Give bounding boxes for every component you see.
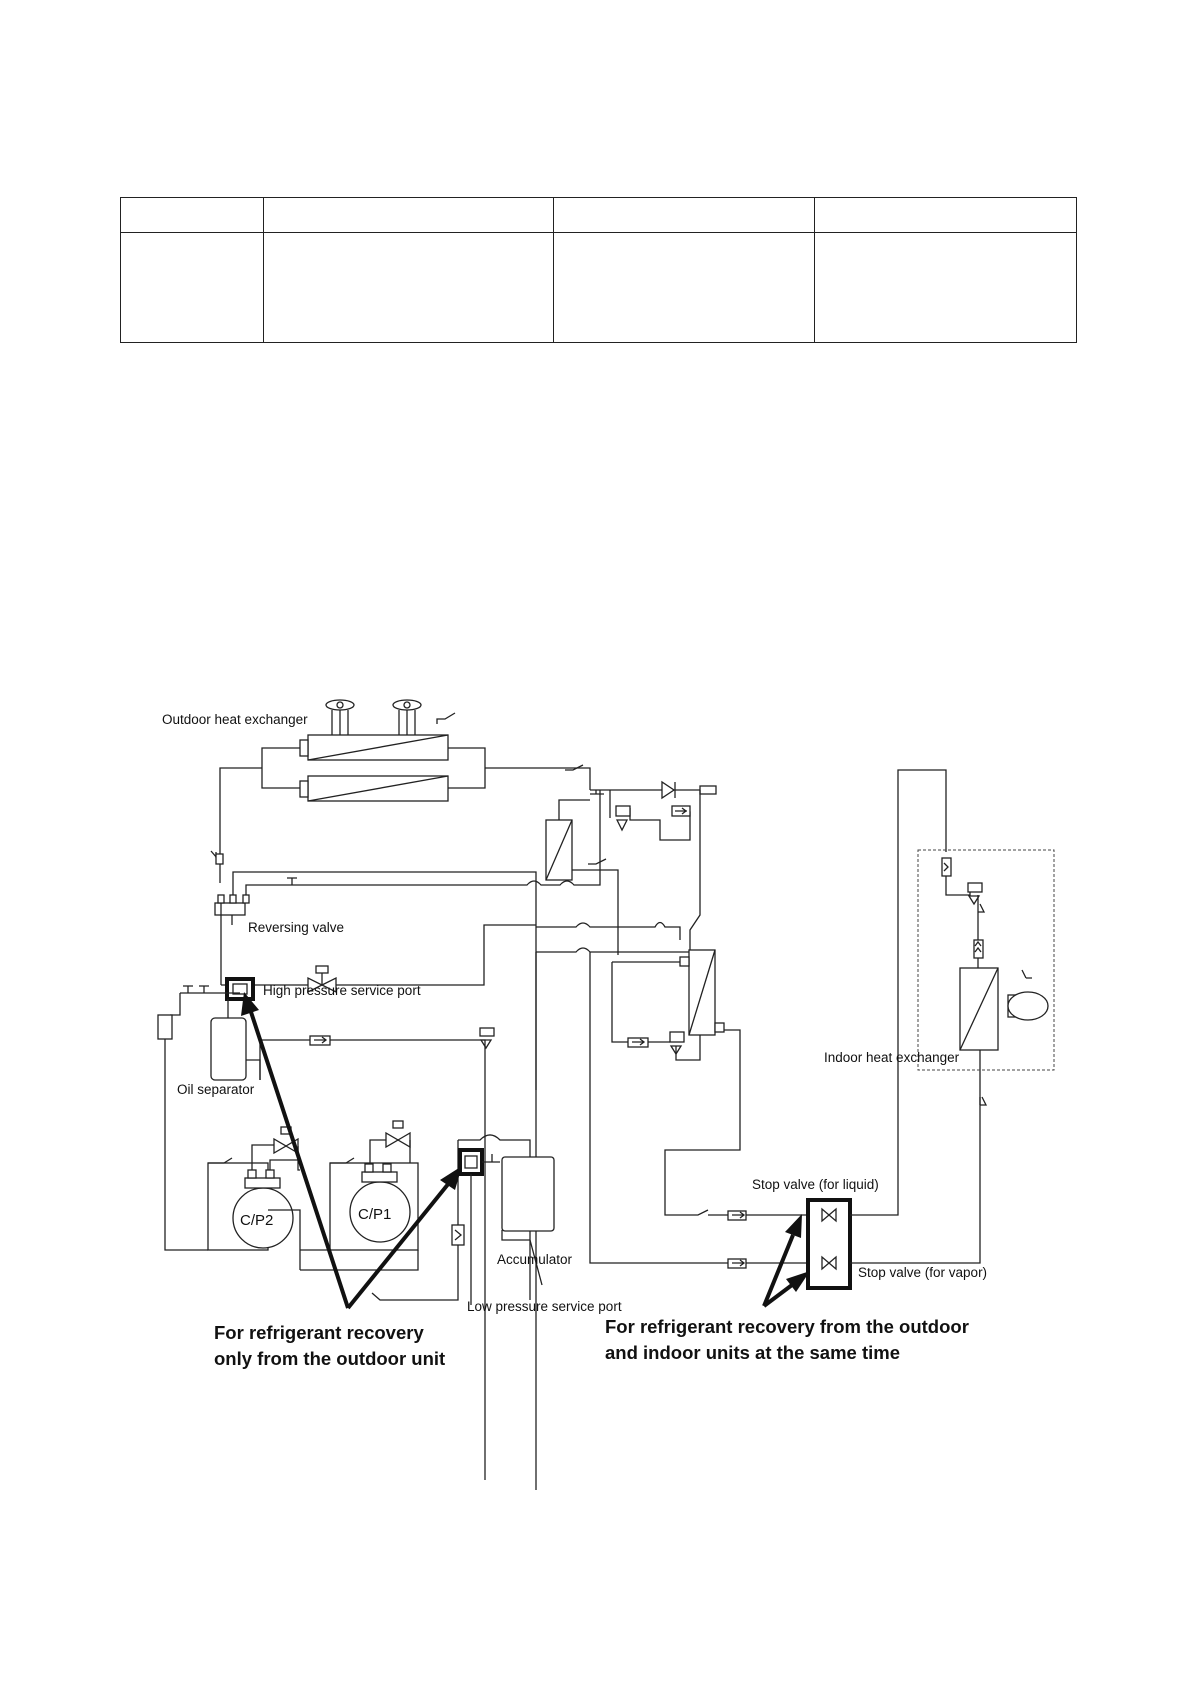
table-cell — [120, 232, 264, 343]
label-stop-valve-vapor: Stop valve (for vapor) — [858, 1265, 987, 1280]
label-stop-valve-liquid: Stop valve (for liquid) — [752, 1177, 879, 1192]
label-accumulator: Accumulator — [497, 1252, 573, 1267]
sensor-icon — [1021, 969, 1032, 979]
sensor-icon — [588, 858, 607, 865]
arrow-to-high-pressure-port — [241, 992, 350, 1309]
table-cell — [263, 232, 554, 343]
stop-valves — [806, 1198, 852, 1290]
label-compressor-2: C/P2 — [240, 1212, 273, 1229]
label-reversing-valve: Reversing valve — [248, 920, 344, 935]
table-header-cell — [553, 197, 815, 233]
sensor-icon — [978, 903, 986, 913]
stop-valve-vapor — [821, 1255, 837, 1271]
spec-table — [120, 197, 1077, 343]
reversing-valve — [214, 894, 250, 925]
accumulator — [501, 1156, 555, 1232]
label-high-pressure-service-port: High pressure service port — [263, 983, 421, 998]
check-valve-icon — [661, 780, 676, 800]
indoor-unit-boundary — [917, 849, 1055, 1071]
arrow-to-low-pressure-port — [346, 1166, 462, 1310]
sensor-icon — [690, 1209, 709, 1216]
oil-separator — [210, 1017, 247, 1081]
label-outdoor-heat-exchanger: Outdoor heat exchanger — [162, 712, 308, 727]
indoor-heat-exchanger — [959, 967, 999, 1051]
note-outdoor-recovery-line2: only from the outdoor unit — [214, 1348, 445, 1369]
label-indoor-heat-exchanger: Indoor heat exchanger — [824, 1050, 960, 1065]
stop-valve-liquid — [821, 1207, 837, 1223]
sensor-icon — [565, 764, 584, 771]
valve-icon — [307, 965, 337, 994]
label-compressor-1: C/P1 — [358, 1206, 391, 1223]
fan-icon — [325, 699, 355, 735]
note-outdoor-recovery-line1: For refrigerant recovery — [214, 1322, 424, 1343]
sensor-icon — [979, 1096, 988, 1106]
fan-icon — [392, 699, 422, 735]
note-both-recovery-line2: and indoor units at the same time — [605, 1342, 900, 1363]
table-cell — [814, 232, 1077, 343]
table-cell — [553, 232, 815, 343]
note-both-recovery-line1: For refrigerant recovery from the outdoo… — [605, 1316, 969, 1337]
sensor-icon — [436, 712, 456, 724]
indoor-fan-icon — [1007, 991, 1049, 1021]
compressor-1 — [329, 1162, 419, 1251]
label-low-pressure-service-port: Low pressure service port — [467, 1299, 622, 1314]
arrow-to-stop-valve-liquid — [762, 1214, 802, 1307]
compressor-2 — [207, 1162, 294, 1251]
label-oil-separator: Oil separator — [177, 1082, 255, 1097]
arrow-to-stop-valve-vapor — [762, 1271, 810, 1308]
valve-icon — [385, 1120, 411, 1149]
outdoor-heat-exchanger — [261, 734, 486, 802]
